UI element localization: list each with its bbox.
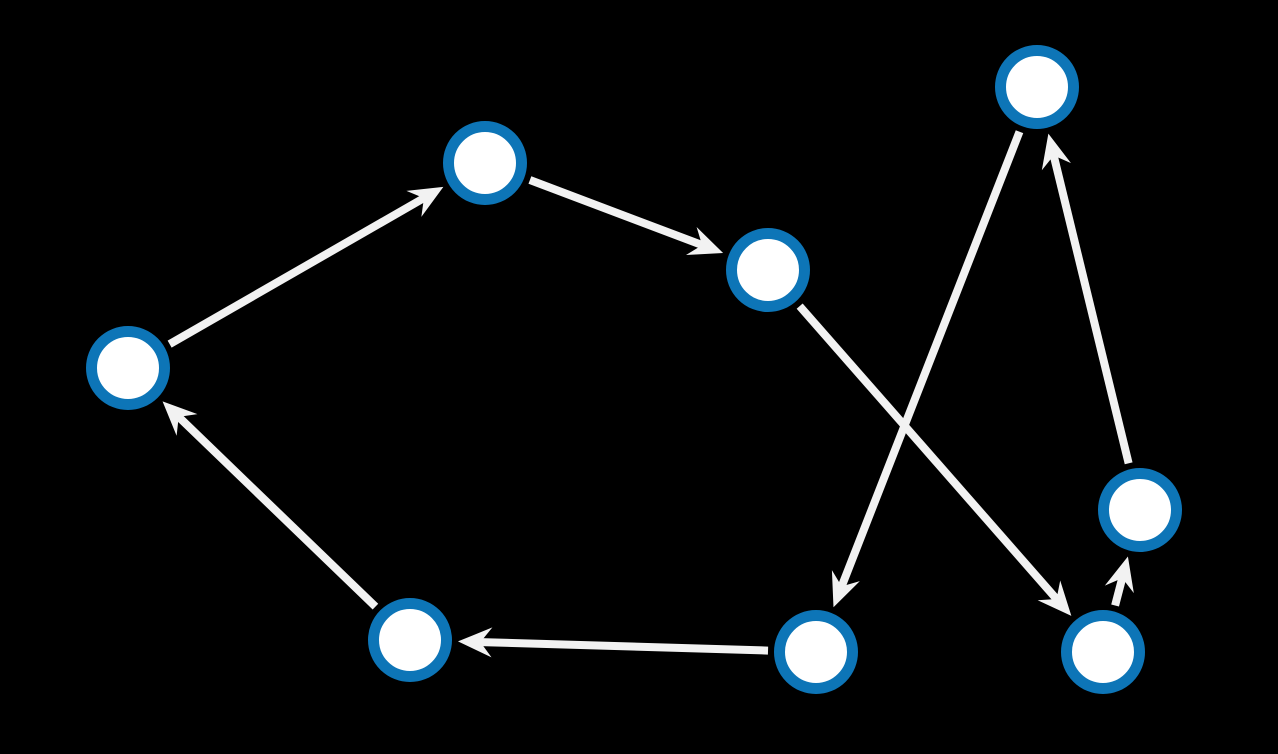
nodes-layer (86, 45, 1182, 694)
edge-line (173, 411, 379, 610)
node-ring (726, 228, 810, 312)
edge-arrowhead (457, 627, 493, 658)
graph-edge[interactable] (162, 401, 379, 610)
edge-line (796, 303, 1063, 605)
node-ring (368, 598, 452, 682)
edge-arrowhead (1104, 556, 1134, 594)
graph-edge[interactable] (167, 186, 444, 348)
edge-line (1048, 150, 1133, 465)
edge-arrowhead (1037, 580, 1072, 616)
graph-node[interactable] (1061, 610, 1145, 694)
graph-edge[interactable] (457, 627, 769, 658)
graph-node[interactable] (995, 45, 1079, 129)
edge-arrowhead (406, 186, 444, 217)
graph-node[interactable] (1098, 468, 1182, 552)
node-ring (443, 121, 527, 205)
graph-node[interactable] (726, 228, 810, 312)
graph-node[interactable] (86, 326, 170, 410)
graph-edge[interactable] (1041, 133, 1133, 465)
node-ring (1061, 610, 1145, 694)
node-ring (86, 326, 170, 410)
node-ring (1098, 468, 1182, 552)
edge-line (1111, 573, 1128, 607)
node-ring (995, 45, 1079, 129)
graph-edge[interactable] (796, 303, 1072, 616)
node-ring (774, 610, 858, 694)
graph-edge[interactable] (1104, 556, 1134, 607)
edge-line (167, 192, 430, 348)
graph-node[interactable] (443, 121, 527, 205)
edge-arrowhead (1041, 133, 1071, 171)
edge-line (836, 130, 1024, 592)
edge-line (476, 637, 769, 655)
edge-arrowhead (162, 401, 198, 436)
graph-node[interactable] (774, 610, 858, 694)
edge-arrowhead (831, 570, 860, 608)
graph-edge[interactable] (831, 130, 1024, 608)
edge-line (528, 176, 708, 251)
edge-arrowhead (685, 226, 724, 256)
graph-edge[interactable] (528, 176, 724, 256)
graph-node[interactable] (368, 598, 452, 682)
edges-layer (162, 130, 1134, 658)
